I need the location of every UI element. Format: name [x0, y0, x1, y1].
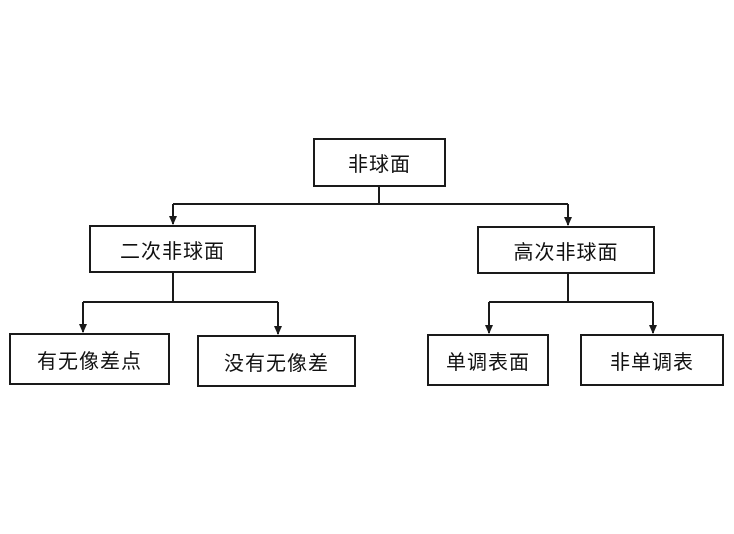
node-higher-order-aspheric: 高次非球面 [477, 226, 655, 274]
node-label: 有无像差点 [37, 348, 142, 373]
node-non-monotonic-surface: 非单调表 [580, 334, 724, 386]
node-label: 非球面 [348, 152, 411, 176]
node-label: 非单调表 [610, 349, 694, 374]
node-label: 单调表面 [446, 349, 530, 374]
node-label: 二次非球面 [120, 238, 225, 263]
node-monotonic-surface: 单调表面 [427, 334, 549, 386]
node-aspheric-surface: 非球面 [313, 138, 446, 187]
node-label: 没有无像差 [224, 350, 329, 375]
node-has-aberration-free-points: 有无像差点 [9, 333, 170, 385]
node-quadric-aspheric: 二次非球面 [89, 225, 256, 273]
node-no-aberration-free: 没有无像差 [197, 335, 356, 387]
node-label: 高次非球面 [513, 239, 619, 264]
